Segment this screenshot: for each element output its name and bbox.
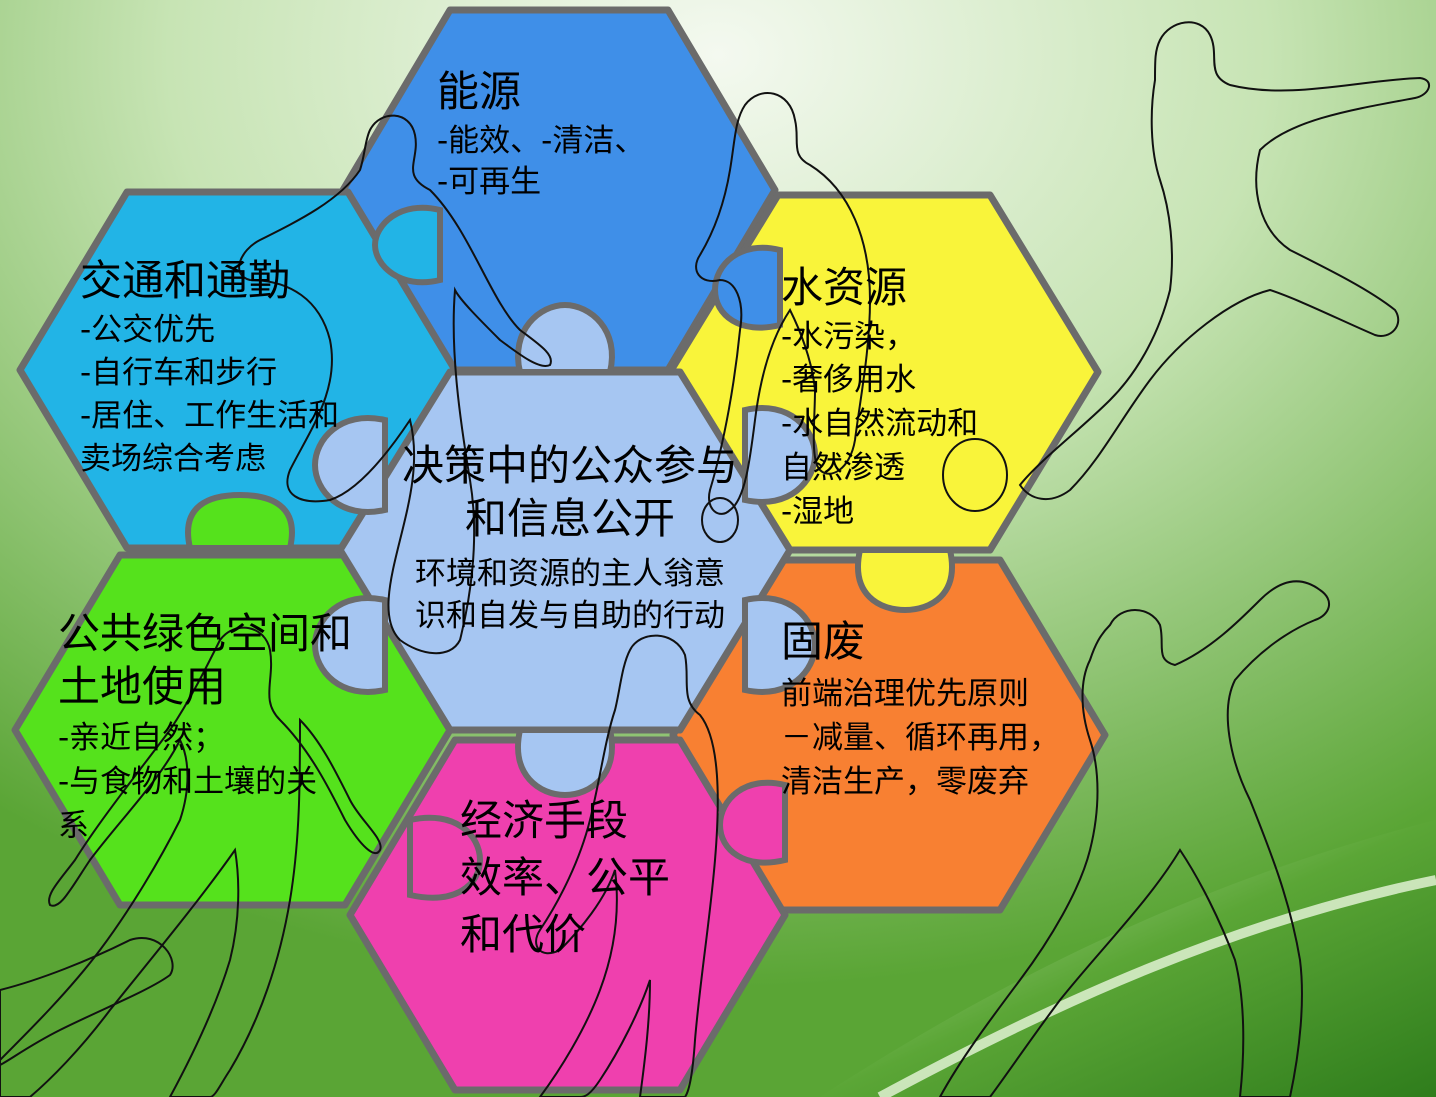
center-title-line-1: 决策中的公众参与: [401, 441, 738, 490]
economic-line-2: 和代价: [460, 910, 587, 959]
transport-line-1: -公交优先: [80, 312, 216, 348]
knob-green-right: [407, 814, 484, 901]
solid-waste-line-1: 前端治理优先原则: [781, 676, 1029, 712]
green-space-line-3: 系: [58, 808, 89, 844]
transport-line-2: -自行车和步行: [80, 355, 278, 391]
transport-line-4: 卖场综合考虑: [80, 441, 266, 477]
knob-center-right-lower: [742, 595, 819, 695]
knob-energy-left: [371, 204, 443, 286]
energy-line-1: -能效、-清洁、: [437, 123, 646, 159]
green-space-line-2: -与食物和土壤的关: [58, 764, 318, 800]
knob-water-left: [711, 244, 783, 331]
knob-water-bottom: [855, 547, 955, 614]
puzzle-knobs: [185, 204, 955, 901]
energy-line-2: -可再生: [437, 164, 542, 200]
knob-center-left-lower: [311, 595, 388, 695]
water-line-4: 自然渗透: [781, 450, 905, 486]
knob-center-top: [515, 301, 615, 375]
background-swoosh-highlight: [877, 875, 1436, 1097]
center-sub-line-1: 环境和资源的主人翁意: [415, 556, 725, 592]
silhouette-jumper-bottom-right: [938, 580, 1330, 1097]
soccer-ball: [942, 438, 1008, 512]
water-line-5: -湿地: [781, 494, 855, 530]
energy-title: 能源: [437, 67, 522, 116]
water-line-2: -奢侈用水: [781, 362, 917, 398]
solid-waste-line-3: 清洁生产，零废弃: [781, 764, 1029, 800]
solid-waste-line-2: －减量、循环再用，: [781, 720, 1060, 756]
green-space-title-line-1: 公共绿色空间和: [58, 609, 353, 658]
green-space-line-1: -亲近自然；: [58, 720, 225, 756]
transport-line-3: -居住、工作生活和: [80, 398, 340, 434]
solid-waste-title: 固废: [781, 617, 866, 666]
knob-center-left: [311, 415, 388, 515]
silhouette-kicker-right: [1018, 21, 1430, 500]
center-title-line-2: 和信息公开: [464, 494, 675, 543]
hex-center: [336, 368, 794, 734]
water-line-3: -水自然流动和: [781, 406, 979, 442]
silhouette-player-bottom-center: [535, 634, 719, 1097]
economic-title: 经济手段: [460, 796, 629, 845]
knob-transport-bottom: [185, 491, 295, 551]
economic-line-1: 效率、公平: [460, 853, 671, 902]
knob-center-bottom: [515, 727, 615, 799]
small-ball: [701, 497, 739, 543]
silhouette-player-right-top: [695, 92, 872, 515]
silhouette-player-bottom-left: [0, 626, 382, 1097]
athlete-silhouettes: [0, 21, 1430, 1097]
silhouette-athlete-left-bottom: [0, 937, 174, 1067]
water-title: 水资源: [781, 263, 908, 312]
green-space-title-line-2: 土地使用: [58, 662, 227, 711]
water-line-1: -水污染，: [781, 319, 917, 355]
center-sub-line-2: 识和自发与自助的行动: [415, 598, 725, 634]
knob-waste-left: [716, 779, 788, 866]
silhouette-runner-center: [238, 114, 552, 655]
transport-title: 交通和通勤: [80, 256, 291, 305]
